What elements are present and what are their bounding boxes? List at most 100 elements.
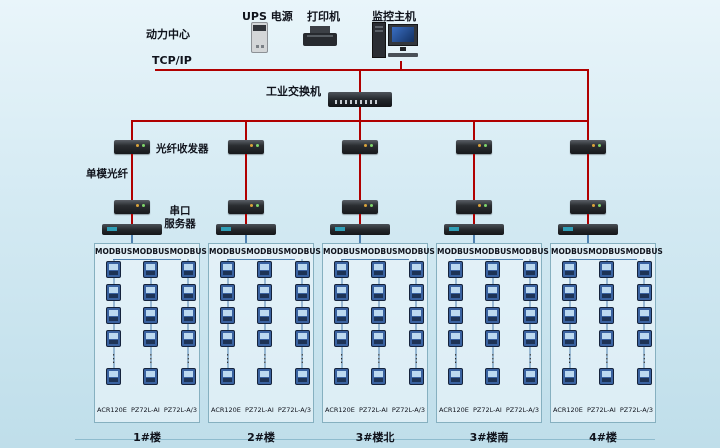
server-box-line: [473, 235, 475, 243]
meter-icon: [180, 368, 196, 385]
fiber-transceiver-icon: [456, 140, 492, 154]
meter-column: MODBUS ⋮: [512, 244, 549, 391]
serial-server-label: 串口 服务器: [158, 205, 202, 231]
meter-icon: [485, 307, 501, 324]
meter-model-label: ACR120E: [325, 406, 355, 414]
meter-model-label: PZ72L-A/3: [391, 406, 425, 414]
meter-icon: [522, 330, 538, 347]
switch-label: 工业交换机: [266, 85, 321, 98]
building-label: 4#楼: [589, 431, 617, 444]
meter-group-box: MODBUS ⋮ MODBUS ⋮: [436, 243, 549, 423]
meter-icon: [334, 368, 350, 385]
meter-icon: [143, 330, 159, 347]
printer-slot: [307, 35, 333, 37]
switch-uplink-line: [359, 71, 361, 92]
meter-icon: [106, 261, 122, 278]
ellipsis-dots: ⋮: [450, 352, 462, 365]
meter-icon: [294, 261, 310, 278]
meter-icon: [143, 307, 159, 324]
meter-model-label: PZ72L-A/3: [163, 406, 197, 414]
tcpip-label: TCP/IP: [152, 54, 192, 67]
modbus-label: MODBUS: [360, 247, 398, 256]
modbus-bus-line: [341, 259, 409, 260]
meter-icon: [562, 261, 578, 278]
transceiver-server-line: [473, 214, 475, 224]
meter-model-label: ACR120E: [97, 406, 127, 414]
meter-model-row: ACR120E PZ72L-AI PZ72L-A/3: [211, 406, 311, 414]
fiber-transceiver-icon: [570, 200, 606, 214]
meter-icon: [408, 261, 424, 278]
meter-icon: [636, 368, 652, 385]
tower-icon: [372, 22, 386, 58]
meter-group-box: MODBUS ⋮ MODBUS ⋮: [208, 243, 321, 423]
meter-model-label: PZ72L-A/3: [619, 406, 653, 414]
ellipsis-dots: ⋮: [336, 352, 348, 365]
meter-icon: [485, 368, 501, 385]
meter-model-row: ACR120E PZ72L-AI PZ72L-A/3: [97, 406, 197, 414]
meter-column: MODBUS ⋮: [170, 244, 207, 391]
modbus-bus-line: [569, 259, 637, 260]
meter-model-label: PZ72L-A/3: [277, 406, 311, 414]
switch-downlink-line: [359, 107, 361, 120]
modbus-label: MODBUS: [95, 247, 133, 256]
meter-column: MODBUS ⋮: [209, 244, 246, 391]
ellipsis-dots: ⋮: [601, 352, 613, 365]
meter-icon: [562, 284, 578, 301]
meter-columns: MODBUS ⋮ MODBUS ⋮: [95, 244, 207, 391]
meter-column: MODBUS ⋮: [132, 244, 170, 391]
meter-icon: [220, 261, 236, 278]
meter-column: MODBUS ⋮: [360, 244, 398, 391]
building-branch: MODBUS ⋮ MODBUS ⋮: [206, 120, 321, 444]
meter-icon: [448, 368, 464, 385]
meter-column: MODBUS ⋮: [323, 244, 360, 391]
bottom-divider-line: [75, 439, 655, 440]
meter-column: MODBUS ⋮: [284, 244, 321, 391]
meter-icon: [371, 284, 387, 301]
meter-column: MODBUS ⋮: [95, 244, 132, 391]
meter-icon: [599, 307, 615, 324]
meter-model-label: PZ72L-A/3: [505, 406, 539, 414]
meter-column: MODBUS ⋮: [474, 244, 512, 391]
modbus-bus-line: [227, 259, 295, 260]
meter-icon: [294, 307, 310, 324]
modbus-label: MODBUS: [397, 247, 435, 256]
printer-top: [310, 26, 330, 33]
meter-group-box: MODBUS ⋮ MODBUS ⋮: [550, 243, 663, 423]
meter-icon: [408, 330, 424, 347]
ups-icon: [251, 22, 268, 53]
server-box-line: [245, 235, 247, 243]
meter-icon: [220, 307, 236, 324]
meter-icon: [485, 284, 501, 301]
building-label: 1#楼: [133, 431, 161, 444]
meter-icon: [562, 307, 578, 324]
industrial-switch-icon: [328, 92, 392, 107]
ups-label: UPS 电源: [242, 10, 293, 23]
modbus-bus-line: [113, 259, 181, 260]
meter-icon: [599, 284, 615, 301]
ellipsis-dots: ⋮: [410, 352, 422, 365]
meter-icon: [106, 284, 122, 301]
meter-icon: [448, 330, 464, 347]
meter-icon: [448, 307, 464, 324]
meter-icon: [180, 284, 196, 301]
transceiver-server-line: [245, 214, 247, 224]
modbus-label: MODBUS: [474, 247, 512, 256]
branches-row: MODBUS ⋮ MODBUS ⋮: [92, 120, 663, 444]
printer-icon: [303, 26, 337, 50]
printer-label: 打印机: [307, 10, 340, 23]
meter-model-label: ACR120E: [439, 406, 469, 414]
meter-icon: [257, 368, 273, 385]
modbus-label: MODBUS: [209, 247, 247, 256]
serial-server-label-line1: 串口: [169, 205, 191, 217]
serial-server-icon: [102, 224, 162, 235]
meter-icon: [599, 368, 615, 385]
meter-column: MODBUS ⋮: [626, 244, 663, 391]
ellipsis-dots: ⋮: [108, 352, 120, 365]
meter-icon: [334, 307, 350, 324]
monitor-icon: [388, 24, 418, 46]
distribution-drop-line: [131, 120, 133, 140]
meter-column: MODBUS ⋮: [246, 244, 284, 391]
meter-icon: [143, 284, 159, 301]
meter-icon: [106, 368, 122, 385]
